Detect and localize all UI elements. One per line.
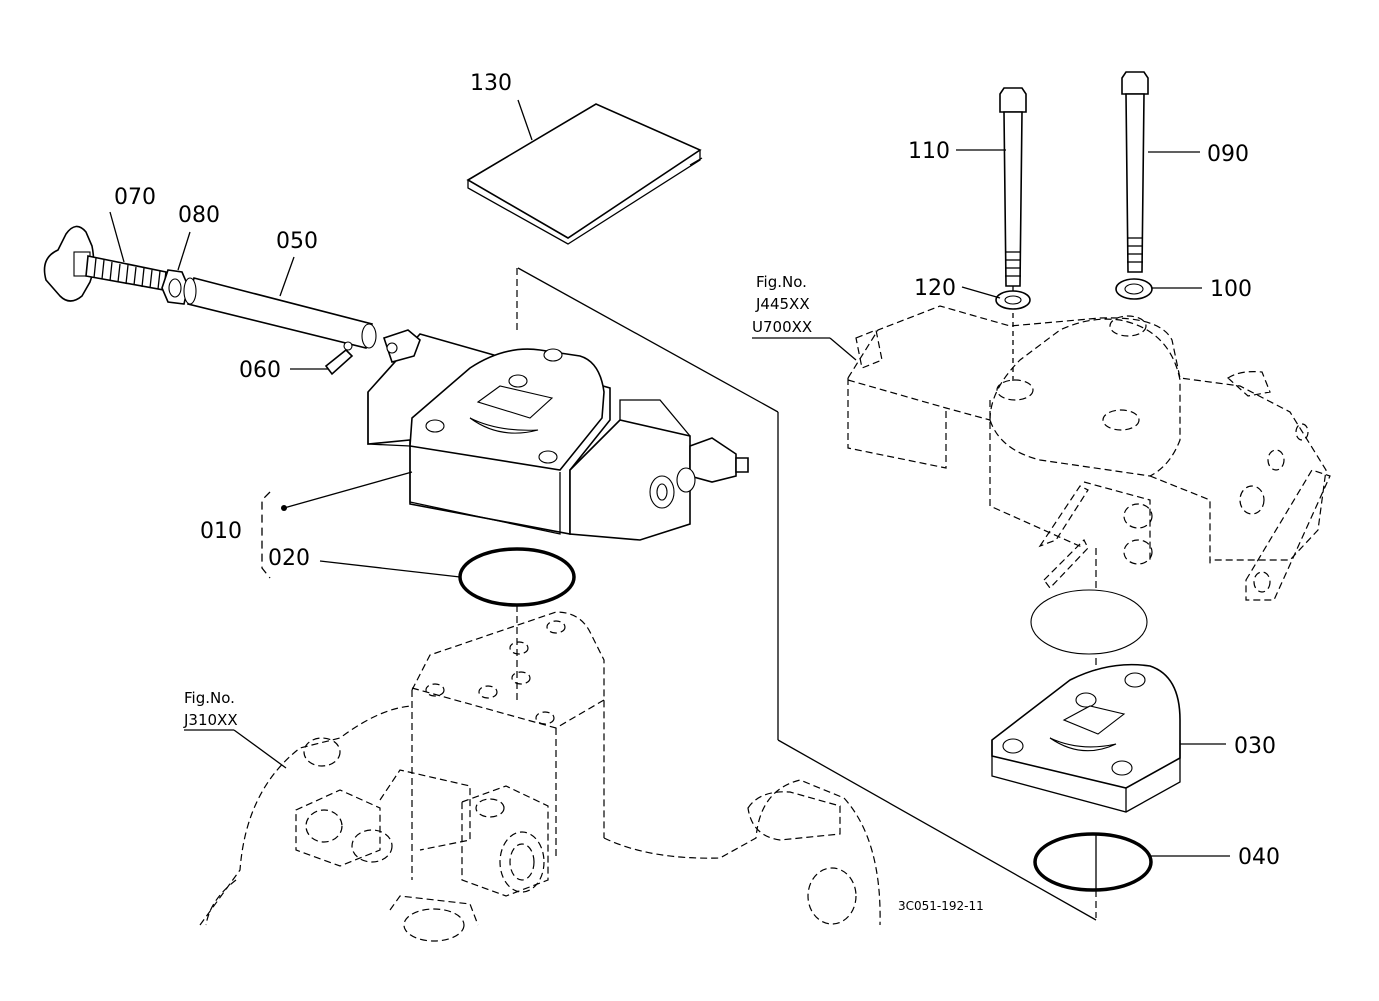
part-080-nut bbox=[161, 269, 189, 305]
callout-030: 030 bbox=[1234, 734, 1276, 759]
callout-130: 130 bbox=[470, 71, 512, 96]
part-110-bolt bbox=[999, 87, 1027, 382]
part-030-adaptor-plate bbox=[991, 663, 1181, 813]
leader-lines bbox=[109, 99, 1230, 857]
assembly-guide-lines bbox=[516, 267, 1097, 921]
bracket-010-020 bbox=[261, 471, 413, 579]
part-090-bolt bbox=[1121, 71, 1149, 273]
part-060-pin bbox=[324, 341, 354, 376]
reference-o-ring bbox=[1030, 589, 1148, 655]
fig-ref-right-code-2: U700XX bbox=[752, 318, 812, 336]
fig-ref-left-code: J310XX bbox=[183, 711, 238, 729]
fig-ref-right-code-1: J445XX bbox=[755, 295, 810, 313]
fig-ref-right-label: Fig.No. bbox=[756, 273, 807, 291]
callout-120: 120 bbox=[914, 276, 956, 301]
callout-060: 060 bbox=[239, 358, 281, 383]
callout-040: 040 bbox=[1238, 845, 1280, 870]
callout-070: 070 bbox=[114, 185, 156, 210]
fig-ref-left-label: Fig.No. bbox=[184, 689, 235, 707]
callout-100: 100 bbox=[1210, 277, 1252, 302]
reference-assembly-j310xx bbox=[199, 611, 881, 942]
callout-010: 010 bbox=[200, 519, 242, 544]
figure-reference-right: Fig.No. J445XX U700XX bbox=[752, 273, 812, 336]
figure-reference-left: Fig.No. J310XX bbox=[183, 689, 238, 729]
part-040-o-ring bbox=[1033, 832, 1153, 892]
part-120-washer bbox=[995, 290, 1031, 310]
part-010-valve-body bbox=[367, 329, 749, 541]
callout-labels: 130 070 080 050 060 010 020 110 120 090 … bbox=[114, 71, 1280, 870]
callout-080: 080 bbox=[178, 203, 220, 228]
part-050-sleeve bbox=[183, 277, 377, 349]
drawing-code: 3C051-192-11 bbox=[898, 899, 984, 913]
part-020-o-ring bbox=[458, 547, 576, 607]
callout-110: 110 bbox=[908, 139, 950, 164]
part-130-booklet bbox=[466, 103, 703, 245]
callout-050: 050 bbox=[276, 229, 318, 254]
part-070-knob-screw bbox=[43, 225, 167, 302]
callout-020: 020 bbox=[268, 546, 310, 571]
part-100-spring-washer bbox=[1115, 278, 1153, 300]
callout-090: 090 bbox=[1207, 142, 1249, 167]
